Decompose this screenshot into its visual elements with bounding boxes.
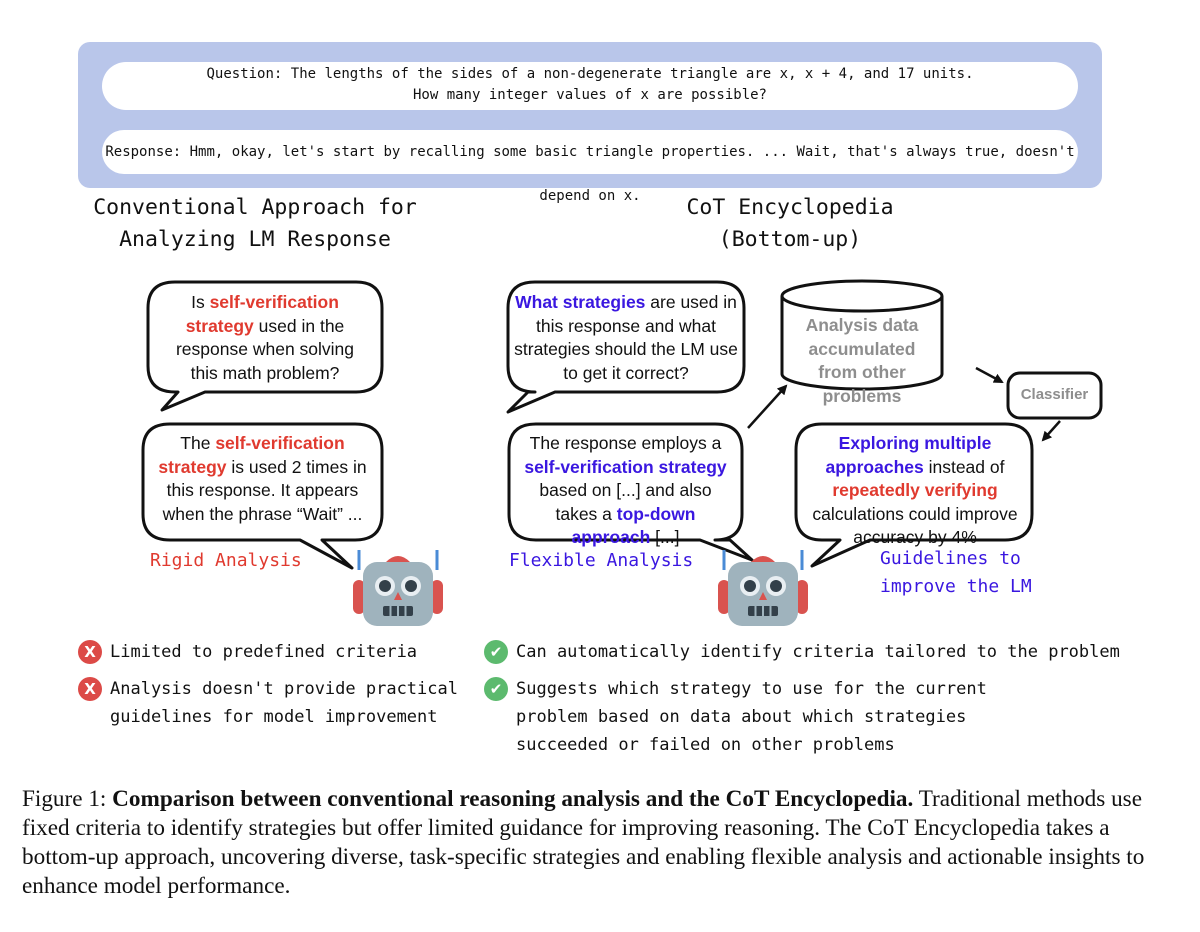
- classifier-label: Classifier: [1020, 386, 1089, 403]
- highlight-repeatedly-verifying: repeatedly verifying: [832, 480, 998, 500]
- response-pill: Response: Hmm, okay, let's start by reca…: [102, 130, 1078, 204]
- highlight-exploring-multiple: Exploring multiple approaches: [825, 433, 992, 477]
- arrow-classifier-to-guidelines: [1041, 420, 1061, 442]
- question-line-1: Question: The lengths of the sides of a …: [206, 66, 974, 82]
- response-text: Response: Hmm, okay, let's start by reca…: [105, 144, 1075, 204]
- left-answer-bubble: [141, 422, 384, 570]
- right-bullet-1: Can automatically identify criteria tail…: [516, 642, 1120, 662]
- cylinder-database-icon: [780, 279, 944, 391]
- left-question-bubble: [146, 280, 384, 412]
- question-pill: Question: The lengths of the sides of a …: [102, 62, 1078, 110]
- caption-label: Figure 1:: [22, 786, 107, 812]
- right-question-bubble: [506, 280, 746, 414]
- robot-icon-right: [718, 550, 808, 626]
- left-answer-text: The self-verification strategy is used 2…: [158, 433, 367, 524]
- robot-icon-left: [353, 550, 443, 626]
- guidelines-bubble-text: Exploring multiple approaches instead of…: [812, 433, 1018, 547]
- caption-body: Traditional methods use fixed criteria t…: [22, 786, 1145, 899]
- classifier-box: [1006, 371, 1103, 420]
- left-bullet-1: Limited to predefined criteria: [110, 642, 418, 662]
- left-heading-line-1: Conventional Approach for: [93, 195, 417, 220]
- left-heading: Conventional Approach for Analyzing LM R…: [60, 192, 450, 256]
- question-response-panel: Question: The lengths of the sides of a …: [78, 42, 1102, 204]
- left-heading-line-2: Analyzing LM Response: [119, 227, 391, 252]
- x-circle-icon: X: [78, 640, 102, 664]
- guidelines-label: Guidelines to improve the LM: [880, 548, 1032, 597]
- highlight-self-verification-blue: self-verification strategy: [524, 456, 727, 477]
- check-circle-icon: ✔: [484, 677, 508, 701]
- highlight-self-verification: self-verification strategy: [185, 292, 339, 336]
- check-circle-icon: ✔: [484, 640, 508, 664]
- right-heading-line-1: CoT Encyclopedia: [686, 195, 894, 220]
- left-bullet-2: Analysis doesn't provide practical guide…: [110, 679, 458, 727]
- highlight-what-strategies: What strategies: [515, 292, 646, 312]
- x-circle-icon: X: [78, 677, 102, 701]
- figure-caption: Figure 1: Comparison between conventiona…: [22, 785, 1182, 901]
- arrow-response-to-data: [747, 384, 788, 429]
- right-answer-bubble: [507, 422, 754, 562]
- right-question-text: What strategies are used in this respons…: [514, 292, 738, 383]
- right-answer-text: The response employs a self-verification…: [524, 433, 727, 548]
- right-heading-line-2: (Bottom-up): [718, 227, 862, 252]
- right-heading: CoT Encyclopedia (Bottom-up): [640, 192, 940, 256]
- guidelines-bubble: [794, 422, 1034, 568]
- highlight-self-verification: self-verification strategy: [158, 433, 345, 477]
- right-bullet-2: Suggests which strategy to use for the c…: [516, 679, 987, 755]
- arrow-data-to-classifier: [975, 366, 1004, 384]
- cylinder-text: Analysis data accumulated from other pro…: [805, 315, 919, 406]
- question-line-2: How many integer values of x are possibl…: [412, 87, 767, 103]
- highlight-top-down: top-down approach: [571, 503, 696, 548]
- left-question-text: Is self-verification strategy used in th…: [175, 292, 355, 383]
- rigid-analysis-label: Rigid Analysis: [150, 550, 302, 571]
- flexible-analysis-label: Flexible Analysis: [509, 550, 694, 571]
- caption-bold: Comparison between conventional reasonin…: [112, 786, 914, 812]
